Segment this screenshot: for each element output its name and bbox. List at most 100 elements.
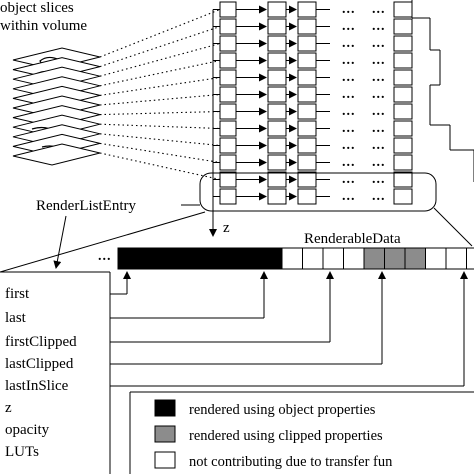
renderable-cell-rendered-object xyxy=(261,247,283,270)
list-tail-cell xyxy=(393,154,413,171)
renderable-data-ellipsis: ... xyxy=(98,249,112,264)
legend-label-not-contributing: not contributing due to transfer fun xyxy=(189,454,393,470)
list-cell xyxy=(267,18,287,35)
struct-field-last-clipped: lastClipped xyxy=(5,356,74,372)
list-tail-cell xyxy=(393,120,413,137)
list-ellipsis: ... xyxy=(342,121,356,136)
list-tail-cell xyxy=(393,69,413,86)
dotted-link xyxy=(99,110,221,116)
list-cell xyxy=(267,120,287,137)
list-tail-cell xyxy=(393,52,413,69)
list-cell xyxy=(267,188,287,205)
list-head-cell xyxy=(219,154,237,171)
dotted-link xyxy=(99,93,221,106)
list-ellipsis: ... xyxy=(342,172,356,187)
list-head-cell xyxy=(219,18,237,35)
legend-swatch-not-contributing xyxy=(154,451,176,469)
list-head-cell xyxy=(219,69,237,86)
renderable-cell-rendered-object xyxy=(117,247,139,270)
list-head-cell xyxy=(219,103,237,120)
list-tail-cell xyxy=(393,86,413,103)
renderable-cell-rendered-clipped xyxy=(404,247,426,270)
list-cell xyxy=(267,103,287,120)
list-cell xyxy=(267,1,287,18)
volume-label-line-1: object slices xyxy=(0,0,74,16)
list-tail-cell xyxy=(393,103,413,120)
list-head-cell xyxy=(219,171,237,188)
render-list-entry-label: RenderListEntry xyxy=(36,198,136,214)
list-ellipsis: ... xyxy=(372,36,386,51)
list-cell xyxy=(267,137,287,154)
list-cell xyxy=(297,120,317,137)
renderable-cell-rendered-object xyxy=(199,247,221,270)
list-ellipsis: ... xyxy=(342,19,356,34)
list-cell xyxy=(297,52,317,69)
renderable-cell-rendered-object xyxy=(179,247,201,270)
renderable-cell-rendered-clipped xyxy=(363,247,385,270)
list-head-cell xyxy=(219,35,237,52)
slice-to-column-dotted-lines xyxy=(99,8,221,181)
dotted-link xyxy=(99,133,221,147)
renderable-cell-not-contributing xyxy=(343,247,365,270)
list-tail-cell xyxy=(393,35,413,52)
legend-swatch-rendered-object xyxy=(154,399,176,417)
list-head-cell xyxy=(219,137,237,154)
selected-entry-outline xyxy=(199,172,437,212)
entry-label-arrow xyxy=(53,215,67,269)
renderable-data-cells xyxy=(117,247,474,270)
z-axis-label: z xyxy=(223,220,230,236)
dotted-link xyxy=(99,25,221,68)
list-ellipsis: ... xyxy=(342,104,356,119)
list-cell xyxy=(297,171,317,188)
renderable-cell-rendered-object xyxy=(158,247,180,270)
list-ellipsis: ... xyxy=(372,189,386,204)
list-ellipsis: ... xyxy=(342,53,356,68)
legend-label-rendered-object: rendered using object properties xyxy=(189,402,376,418)
struct-field-last-in-slice: lastInSlice xyxy=(5,378,69,394)
renderable-cell-rendered-clipped xyxy=(384,247,406,270)
list-head-cell xyxy=(219,120,237,137)
list-ellipsis: ... xyxy=(372,53,386,68)
slice-stack xyxy=(12,47,101,166)
dotted-link xyxy=(99,8,221,58)
outline-to-data-line xyxy=(433,207,473,247)
renderable-cell-not-contributing xyxy=(302,247,324,270)
dotted-link xyxy=(99,76,221,96)
list-cell xyxy=(297,18,317,35)
list-cell xyxy=(267,86,287,103)
list-ellipsis: ... xyxy=(372,155,386,170)
list-cell xyxy=(297,137,317,154)
list-tail-cell xyxy=(393,188,413,205)
struct-field-opacity: opacity xyxy=(5,422,50,438)
list-ellipsis: ... xyxy=(372,70,386,85)
list-tail-cell xyxy=(393,137,413,154)
list-ellipsis: ... xyxy=(372,121,386,136)
dotted-link xyxy=(99,59,221,87)
list-ellipsis: ... xyxy=(372,87,386,102)
list-ellipsis: ... xyxy=(342,189,356,204)
list-cell xyxy=(267,35,287,52)
list-cell xyxy=(267,52,287,69)
list-cell xyxy=(267,69,287,86)
entry-to-struct-line xyxy=(0,211,206,273)
list-head-cell xyxy=(219,1,237,18)
legend: rendered using object properties rendered… xyxy=(129,391,474,474)
list-cell xyxy=(267,171,287,188)
dotted-link xyxy=(99,42,221,77)
legend-label-rendered-clipped: rendered using clipped properties xyxy=(189,428,383,444)
list-ellipsis: ... xyxy=(342,138,356,153)
renderable-cell-rendered-object xyxy=(220,247,242,270)
list-cell xyxy=(297,35,317,52)
list-ellipsis: ... xyxy=(342,87,356,102)
dotted-link xyxy=(99,152,221,181)
list-ellipsis: ... xyxy=(372,2,386,17)
list-ellipsis: ... xyxy=(342,155,356,170)
struct-field-last: last xyxy=(5,310,27,326)
list-head-cell xyxy=(219,52,237,69)
dotted-link xyxy=(99,123,221,130)
list-ellipsis: ... xyxy=(342,70,356,85)
list-tail-cell xyxy=(393,171,413,188)
list-cell xyxy=(297,103,317,120)
list-cell xyxy=(297,154,317,171)
